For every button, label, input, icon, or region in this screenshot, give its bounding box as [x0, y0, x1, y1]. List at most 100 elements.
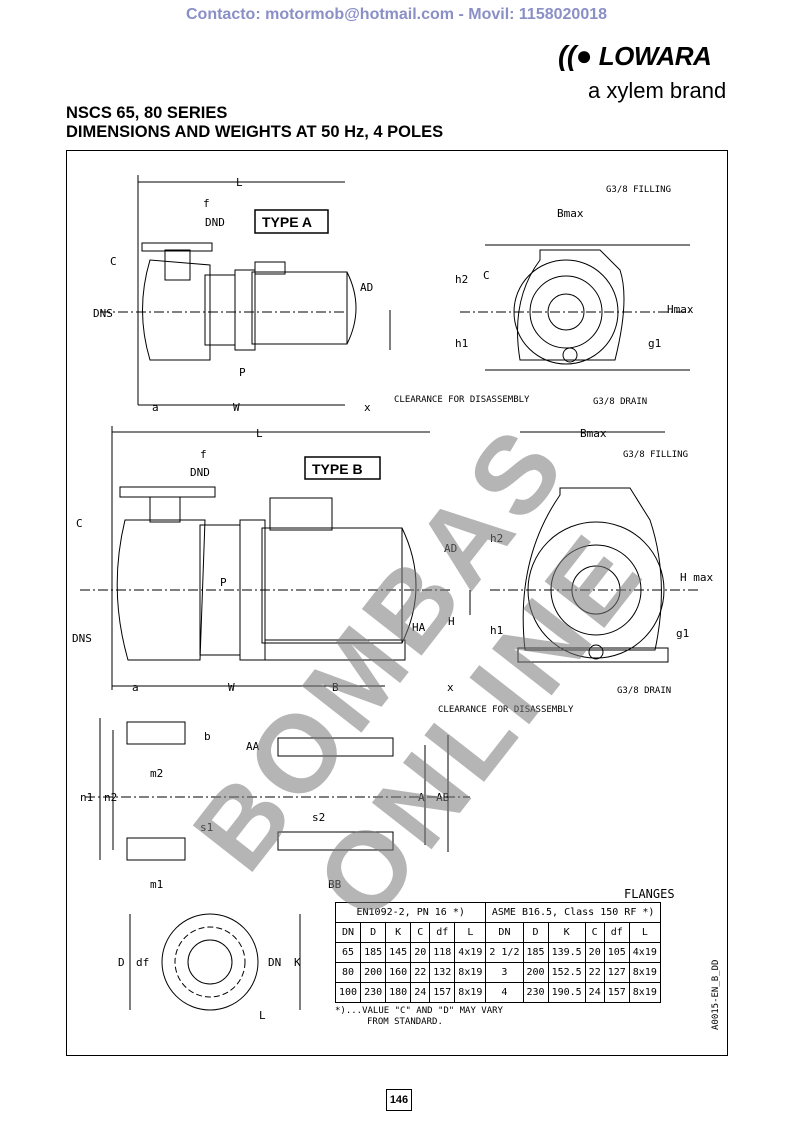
type-b-label: TYPE B	[312, 461, 363, 477]
table-cell: 8x19	[628, 982, 661, 1003]
dim-h2: h2	[490, 532, 503, 545]
flange-drawing	[129, 913, 301, 1011]
dim-g1: g1	[676, 627, 689, 640]
dim-h2: h2	[455, 273, 468, 286]
dim-P: P	[220, 576, 227, 589]
title-subtitle: DIMENSIONS AND WEIGHTS AT 50 Hz, 4 POLES	[66, 123, 444, 141]
dim-Hmax: H max	[680, 571, 713, 584]
dim-C: C	[110, 255, 117, 268]
contact-header: Contacto: motormob@hotmail.com - Movil: …	[185, 6, 608, 23]
type-b-front-view	[490, 431, 700, 663]
dim-HA: HA	[412, 621, 426, 634]
table-cell: 2 1/2	[485, 942, 524, 963]
table-cell: 8x19	[628, 962, 661, 983]
flanges-note-2: FROM STANDARD.	[367, 1017, 443, 1027]
dim-n1: n1	[80, 791, 93, 804]
dim-W: W	[228, 681, 235, 694]
drain-label: G3/8 DRAIN	[593, 397, 647, 407]
dim-AB: AB	[436, 791, 450, 804]
table-cell: 152.5	[547, 962, 586, 983]
column-header: df	[603, 922, 630, 943]
dim-x: x	[364, 401, 371, 414]
table-cell: 200	[360, 962, 387, 983]
page-number: 146	[386, 1089, 412, 1111]
dim-AD: AD	[360, 281, 373, 294]
type-b-side-view	[80, 426, 471, 690]
dim-C: C	[76, 517, 83, 530]
filling-label: G3/8 FILLING	[623, 450, 688, 460]
dim-DND: DND	[190, 466, 210, 479]
dim-df: df	[136, 956, 149, 969]
dim-a: a	[132, 681, 139, 694]
dim-H: H	[448, 615, 455, 628]
feet-detail	[85, 718, 470, 861]
column-header: df	[429, 922, 456, 943]
table-cell: 118	[429, 942, 456, 963]
dim-a: a	[152, 401, 159, 414]
title-series: NSCS 65, 80 SERIES	[66, 104, 228, 122]
table-cell: 22	[410, 962, 431, 983]
table-cell: 157	[429, 982, 456, 1003]
dim-L-holes: L	[259, 1009, 266, 1022]
table-cell: 200	[522, 962, 549, 983]
logo-drop-icon: ((●	[558, 40, 593, 71]
type-a-side-view	[100, 175, 391, 406]
clearance-label: CLEARANCE FOR DISASSEMBLY	[394, 395, 530, 405]
dim-BB: BB	[328, 878, 342, 891]
dim-C-front: C	[483, 269, 490, 282]
en-header: EN1092-2, PN 16 *)	[334, 902, 487, 923]
table-cell: 160	[385, 962, 412, 983]
dim-Hmax: Hmax	[667, 303, 694, 316]
dim-b: b	[204, 730, 211, 743]
clearance-label: CLEARANCE FOR DISASSEMBLY	[438, 705, 574, 715]
column-header: D	[522, 922, 549, 943]
dim-Bmax: Bmax	[557, 207, 584, 220]
dim-B: B	[332, 681, 339, 694]
table-cell: 20	[410, 942, 431, 963]
flanges-title: FLANGES	[624, 887, 675, 901]
table-cell: 230	[360, 982, 387, 1003]
table-cell: 3	[485, 962, 524, 983]
table-cell: 100	[334, 982, 362, 1003]
table-cell: 8x19	[454, 982, 487, 1003]
dim-h1: h1	[455, 337, 468, 350]
lowara-logo: ((● LOWARA	[558, 40, 712, 71]
table-cell: 180	[385, 982, 412, 1003]
table-cell: 185	[522, 942, 549, 963]
dim-s2: s2	[312, 811, 325, 824]
dim-h1: h1	[490, 624, 503, 637]
dim-f: f	[200, 448, 207, 461]
dim-W: W	[233, 401, 240, 414]
table-cell: 4	[485, 982, 524, 1003]
table-cell: 139.5	[547, 942, 586, 963]
dim-s1: s1	[200, 821, 213, 834]
asme-header: ASME B16.5, Class 150 RF *)	[485, 902, 661, 923]
drain-label: G3/8 DRAIN	[617, 686, 671, 696]
column-header: K	[385, 922, 412, 943]
dim-Bmax: Bmax	[580, 427, 607, 440]
drawing-code: A0015-EN_B_DD	[711, 960, 721, 1030]
column-header: C	[410, 922, 431, 943]
dim-L: L	[236, 176, 243, 189]
filling-label: G3/8 FILLING	[606, 185, 671, 195]
table-cell: 190.5	[547, 982, 586, 1003]
dim-K: K	[294, 956, 301, 969]
dim-DND: DND	[205, 216, 225, 229]
dim-DN: DN	[268, 956, 281, 969]
column-header: K	[547, 922, 586, 943]
column-header: D	[360, 922, 387, 943]
table-cell: 4x19	[454, 942, 487, 963]
flanges-note: *)...VALUE "C" AND "D" MAY VARY	[335, 1006, 504, 1016]
dim-m2: m2	[150, 767, 163, 780]
table-cell: 4x19	[628, 942, 661, 963]
table-cell: 230	[522, 982, 549, 1003]
column-header: C	[584, 922, 605, 943]
table-cell: 105	[603, 942, 630, 963]
dim-DNS: DNS	[93, 307, 113, 320]
dim-n2: n2	[104, 791, 117, 804]
table-cell: 22	[584, 962, 605, 983]
dim-x: x	[447, 681, 454, 694]
